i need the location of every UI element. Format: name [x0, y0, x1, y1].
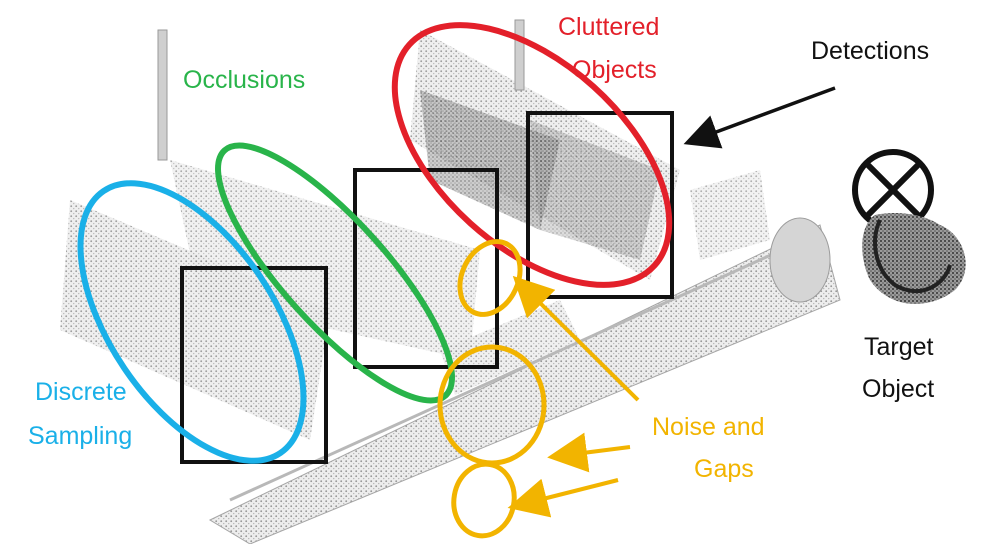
- target-valve-icon: [852, 149, 966, 304]
- pipe-small: [440, 300, 580, 395]
- pole-right: [514, 19, 525, 91]
- target-label-line2: Object: [862, 375, 934, 403]
- cluttered-label-line1: Cluttered: [558, 13, 659, 41]
- clutter-dense-2: [530, 120, 660, 260]
- occlusions-ellipse: [215, 142, 455, 404]
- detection-box-3: [526, 111, 674, 299]
- discrete-sampling-ellipse: [77, 180, 307, 464]
- pipe-stub: [690, 170, 770, 260]
- noise-label-line1: Noise and: [652, 413, 765, 441]
- cluttered-ellipse: [391, 22, 673, 288]
- noise-arrow-3: [507, 478, 619, 518]
- noise-arrow-1: [512, 275, 640, 402]
- noise-arrow-icon: [507, 275, 640, 518]
- cluttered-label-line2: Objects: [572, 56, 657, 84]
- point-cloud-scene: [60, 19, 841, 544]
- equipment-mid: [170, 160, 480, 360]
- discrete-label-line1: Discrete: [35, 378, 127, 406]
- clutter-dense: [420, 90, 560, 230]
- pole-left: [157, 29, 168, 161]
- detection-arrow-icon: [683, 86, 836, 149]
- noise-arrow-2: [547, 432, 631, 473]
- pipe-end-cap: [769, 217, 831, 303]
- cylinder-left: [60, 200, 330, 440]
- noise-label-line2: Gaps: [694, 455, 754, 483]
- noise-ellipse-3: [451, 461, 517, 539]
- occlusions-label: Occlusions: [183, 66, 305, 94]
- target-label-line1: Target: [864, 333, 934, 361]
- discrete-label-line2: Sampling: [28, 422, 132, 450]
- detections-label: Detections: [811, 37, 929, 65]
